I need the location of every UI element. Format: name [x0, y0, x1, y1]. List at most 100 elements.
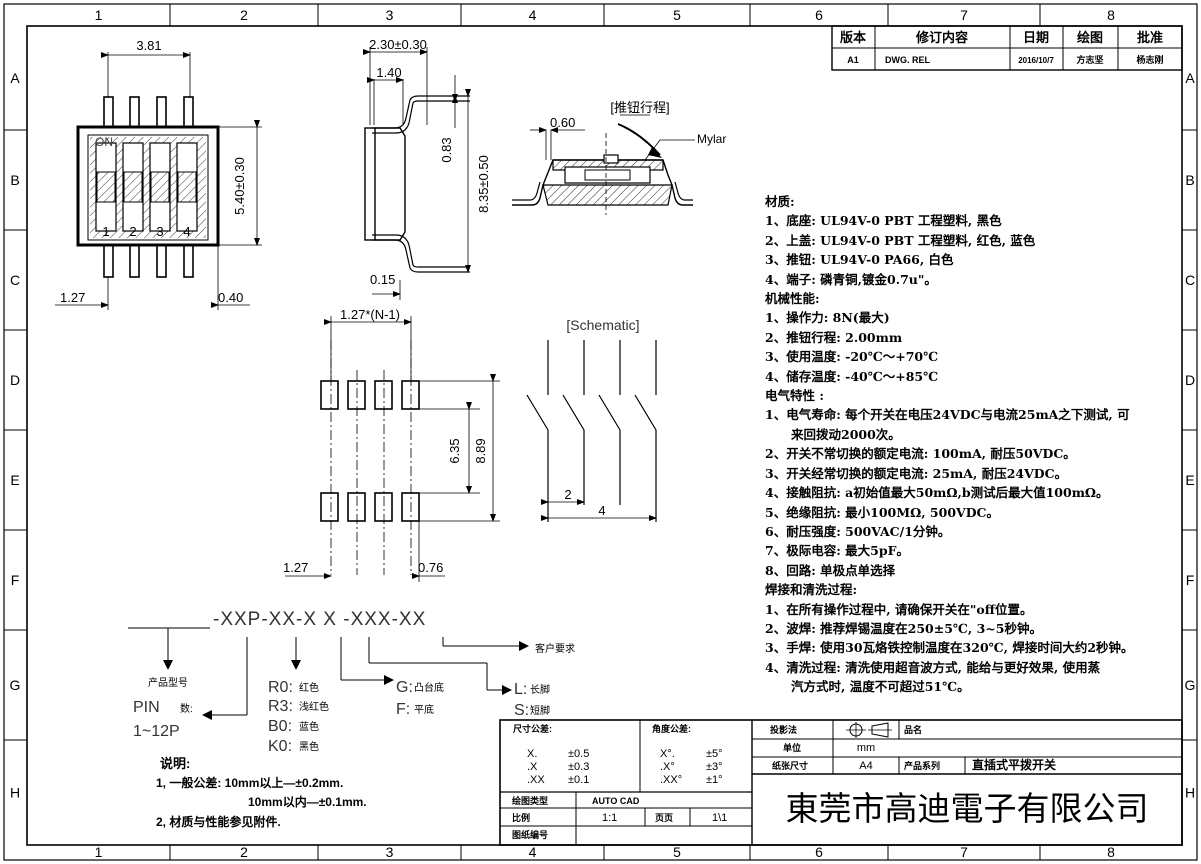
series-label: 产品系列 [904, 760, 940, 771]
title-block [499, 719, 1183, 846]
frame-row-label: B [10, 172, 19, 188]
frame-column-label: 7 [960, 844, 968, 860]
frame-row-label: D [10, 372, 20, 388]
side-view-total-dim: 8.35±0.50 [476, 155, 491, 213]
spec-line: 6、耐压强度: 500VAC/1分钟。 [765, 523, 951, 539]
frame-column-label: 6 [815, 7, 823, 23]
color-code-k0: K0: [268, 738, 292, 755]
frame-column-label: 1 [95, 844, 103, 860]
angle-tol-label: 角度公差: [652, 723, 691, 734]
spec-line: 材质: [765, 194, 795, 209]
dim-tol-val-2: ±0.3 [568, 761, 589, 773]
spec-line: 4、储存温度: -40℃～+85℃ [765, 368, 939, 384]
dim-tol-key-1: X. [527, 748, 537, 760]
pin-range: 1~12P [133, 723, 180, 740]
spec-line: 1、底座: UL94V-0 PBT 工程塑料, 黑色 [765, 213, 1002, 229]
frame-column-label: 3 [386, 844, 394, 860]
notes: 说明: 1, 一般公差: 10mm以上—±0.2mm. 10mm以内—±0.1m… [156, 756, 367, 829]
frame-row-label: D [1185, 372, 1195, 388]
pin-label: PIN [133, 699, 160, 716]
angle-tol-val-1: ±5° [706, 748, 723, 760]
rev-version: A1 [847, 55, 859, 65]
sheet-size-label: 纸张尺寸 [772, 760, 808, 771]
notes-line-1b: 10mm以内—±0.1mm. [248, 794, 367, 809]
footprint-right-dim: 0.76 [418, 560, 443, 575]
color-code-r0: R0: [268, 679, 293, 696]
product-model-label: 产品型号 [148, 676, 188, 689]
leg-name-l: 长脚 [530, 683, 550, 696]
specifications: 材质: 1、底座: UL94V-0 PBT 工程塑料, 黑色 2、上盖: UL94V… [765, 192, 1185, 697]
spec-line: 汽方式时, 温度不可超过51℃。 [791, 679, 970, 695]
frame-column-label: 4 [529, 7, 537, 23]
frame-row-label: E [10, 472, 19, 488]
frame-column-label: 4 [529, 844, 537, 860]
leg-name-s: 短脚 [530, 704, 550, 717]
frame-column-label: 2 [240, 844, 248, 860]
frame-row-label: F [11, 572, 20, 588]
top-view-right-dim: 0.40 [218, 290, 243, 305]
spec-line: 焊接和清洗过程: [765, 582, 858, 598]
spec-line: 4、端子: 磷青铜,镀金0.7u"。 [765, 271, 937, 287]
spec-line: 8、回路: 单极点单选择 [765, 562, 896, 578]
base-code-g: G: [396, 679, 413, 696]
frame-row-label: H [1185, 785, 1195, 801]
drawing-type-label: 绘图类型 [512, 795, 548, 806]
switch-number-4: 4 [183, 224, 190, 239]
top-view-height-dim: 5.40±0.30 [232, 157, 247, 215]
company-name: 東莞市高迪電子有限公司 [786, 790, 1149, 827]
spec-line: 来回拨动2000次。 [791, 426, 901, 442]
leg-code-s: S: [514, 702, 529, 719]
series-value: 直插式平拨开关 [972, 757, 1056, 772]
frame-row-label: E [1185, 472, 1194, 488]
frame-column-label: 8 [1107, 7, 1115, 23]
revision-table: 版本 修订内容 日期 绘图 批准 A1 DWG. REL 2016/10/7 方… [831, 25, 1183, 71]
scale-label: 比例 [512, 812, 530, 823]
frame-column-label: 3 [386, 7, 394, 23]
top-view [55, 52, 262, 310]
color-code-r3: R3: [268, 698, 293, 715]
on-label: ON [95, 135, 113, 149]
drawing-type-value: AUTO CAD [592, 796, 640, 806]
rev-date: 2016/10/7 [1018, 56, 1054, 65]
switch-number-1: 1 [102, 224, 109, 239]
notes-title: 说明: [160, 756, 190, 771]
color-name-r0: 红色 [299, 681, 319, 694]
side-view-height-dim: 0.83 [439, 137, 454, 162]
frame-row-label: A [10, 70, 20, 86]
unit-label: 单位 [783, 742, 801, 753]
spec-line: 2、上盖: UL94V-0 PBT 工程塑料, 红色, 蓝色 [765, 232, 1036, 248]
pcb-footprint [285, 316, 500, 582]
part-number-code: -XXP-XX-X X -XXX-XX [213, 609, 426, 630]
side-view-width-dim: 2.30±0.30 [369, 37, 427, 52]
frame-row-label: G [1185, 677, 1196, 693]
frame-row-label: A [1185, 70, 1195, 86]
rev-header-version: 版本 [840, 30, 866, 45]
frame-column-label: 6 [815, 844, 823, 860]
color-name-b0: 蓝色 [299, 720, 319, 733]
footprint-left-dim: 1.27 [283, 560, 308, 575]
spec-line: 3、推钮: UL94V-0 PA66, 白色 [765, 252, 954, 268]
schematic-dim-large: 4 [598, 503, 605, 518]
top-view-left-dim: 1.27 [60, 290, 85, 305]
base-name-f: 平底 [414, 703, 434, 716]
frame-row-label: H [10, 785, 20, 801]
drawing-no-label: 图纸编号 [512, 829, 548, 840]
product-name-label: 品名 [904, 724, 922, 735]
frame-row-label: B [1185, 172, 1194, 188]
rev-header-date: 日期 [1023, 30, 1049, 45]
spec-line: 5、绝缘阻抗: 最小100MΩ, 500VDC。 [765, 504, 1000, 520]
spec-line: 3、使用温度: -20℃～+70℃ [765, 349, 939, 365]
footprint-outer-dim: 8.89 [473, 438, 488, 463]
spec-line: 3、开关经常切换的额定电流: 25mA, 耐压24VDC。 [765, 465, 1068, 481]
spec-line: 2、开关不常切换的额定电流: 100mA, 耐压50VDC。 [765, 446, 1076, 462]
footprint-pitch-dim: 1.27*(N-1) [340, 307, 400, 322]
schematic-dim-small: 2 [564, 487, 571, 502]
frame-row-label: G [10, 677, 21, 693]
sheet-size-value: A4 [859, 760, 872, 772]
spec-line: 1、在所有操作过程中, 请确保开关在"off位置。 [765, 601, 1033, 617]
notes-line-2: 2, 材质与性能参见附件. [156, 814, 281, 829]
leg-code-l: L: [514, 681, 527, 698]
schematic [526, 340, 657, 522]
color-name-r3: 浅红色 [299, 700, 329, 713]
